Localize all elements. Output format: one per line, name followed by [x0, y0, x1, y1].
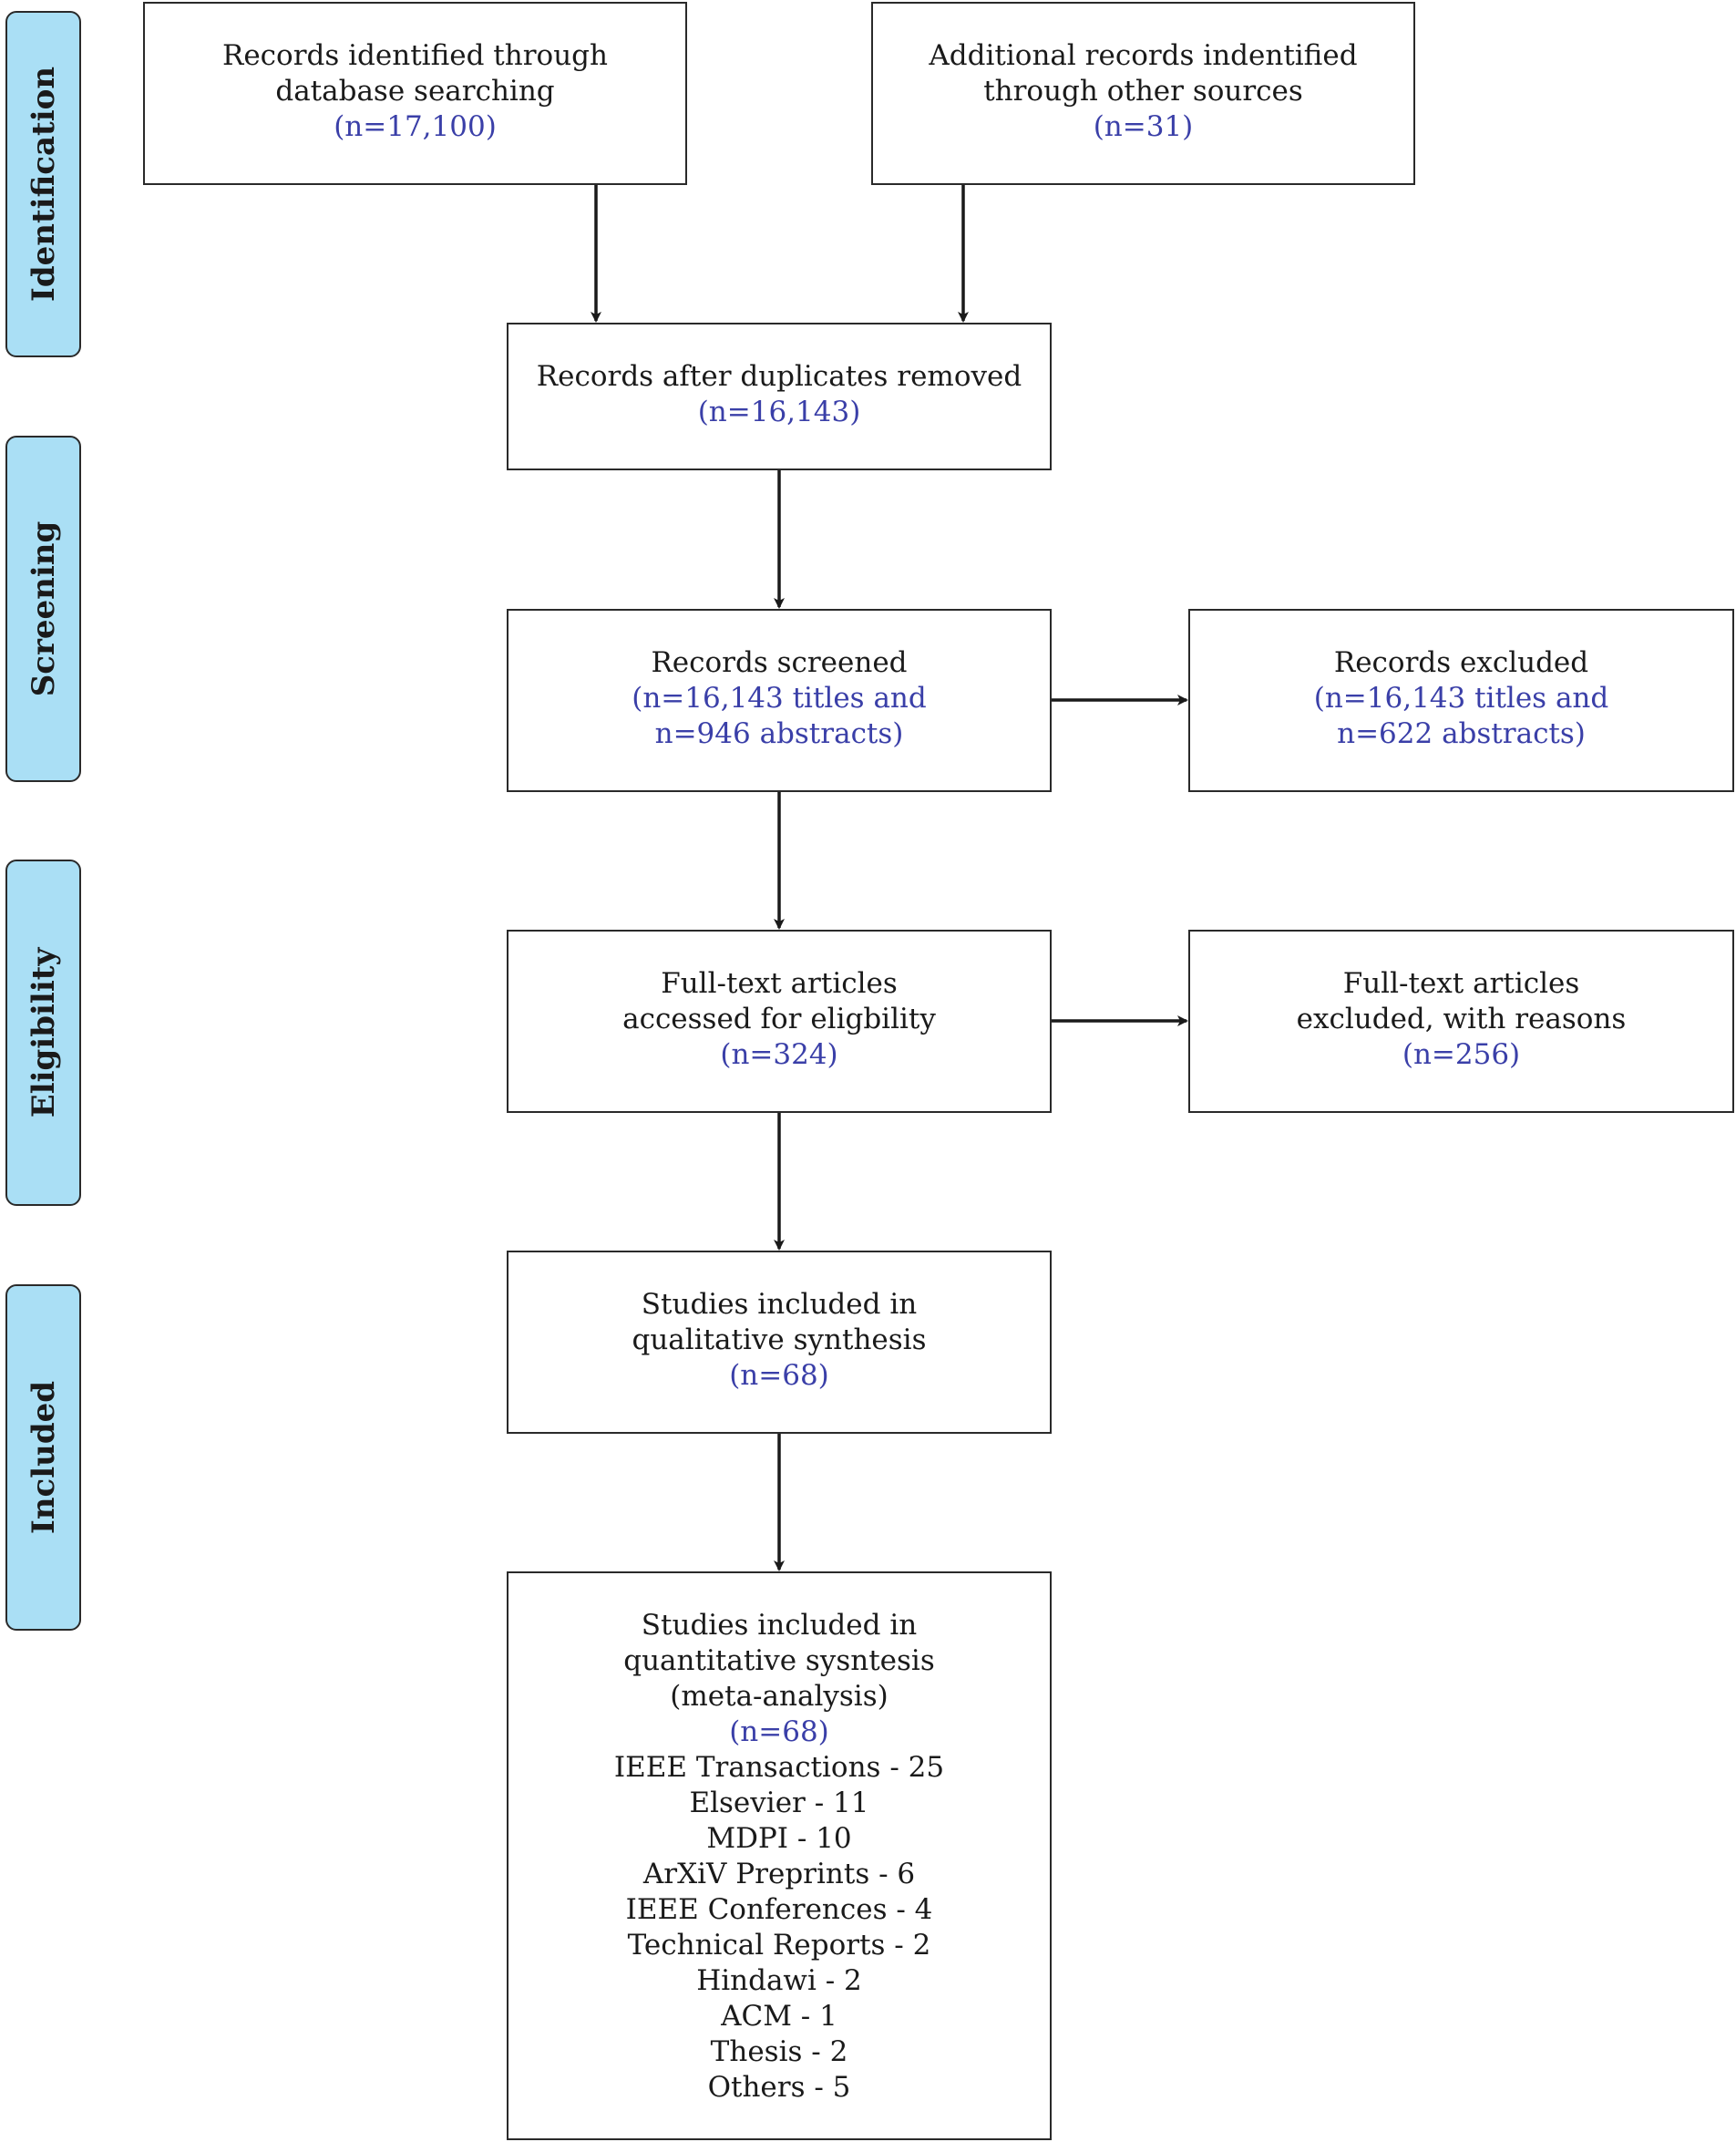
box-text: quantitative sysntesis — [623, 1644, 935, 1677]
box-text: Records excluded — [1333, 646, 1589, 679]
box-text: accessed for eligbility — [622, 1003, 936, 1035]
box-count: (n=256) — [1402, 1038, 1521, 1071]
source-item: Others - 5 — [707, 2071, 851, 2104]
source-item: IEEE Transactions - 25 — [613, 1751, 945, 1784]
stage-identification: Identification — [5, 11, 81, 357]
box-text: Full-text articles — [661, 967, 898, 1000]
stage-screening: Screening — [5, 436, 81, 782]
box-count: (n=16,143) — [697, 396, 861, 428]
box-fulltext-assessed: Full-text articles accessed for eligbili… — [507, 930, 1052, 1113]
box-text: database searching — [275, 75, 555, 108]
source-item: Hindawi - 2 — [696, 1964, 862, 1997]
box-text: Studies included in — [641, 1288, 918, 1321]
source-item: ACM - 1 — [721, 2000, 837, 2033]
box-count: n=622 abstracts) — [1337, 717, 1586, 750]
box-text: Records after duplicates removed — [536, 360, 1022, 393]
box-text: Additional records indentified — [929, 39, 1358, 72]
source-item: Thesis - 2 — [710, 2035, 848, 2068]
source-item: ArXiV Preprints - 6 — [642, 1858, 916, 1890]
box-count: (n=16,143 titles and — [1313, 682, 1609, 715]
box-records-excluded: Records excluded (n=16,143 titles and n=… — [1188, 609, 1734, 792]
box-text: excluded, with reasons — [1296, 1003, 1627, 1035]
box-count: (n=31) — [1093, 110, 1194, 143]
box-count: n=946 abstracts) — [654, 717, 904, 750]
box-text: (meta-analysis) — [670, 1680, 889, 1713]
source-item: IEEE Conferences - 4 — [625, 1893, 933, 1926]
box-fulltext-excluded: Full-text articles excluded, with reason… — [1188, 930, 1734, 1113]
stage-included: Included — [5, 1284, 81, 1631]
box-count: (n=68) — [729, 1359, 829, 1392]
box-text: Full-text articles — [1342, 967, 1580, 1000]
box-other-sources: Additional records indentified through o… — [871, 2, 1415, 185]
box-database-records: Records identified through database sear… — [143, 2, 687, 185]
box-text: qualitative synthesis — [632, 1323, 927, 1356]
box-count: (n=68) — [729, 1715, 829, 1748]
box-count: (n=17,100) — [334, 110, 497, 143]
box-text: Records screened — [651, 646, 908, 679]
box-quantitative-synthesis: Studies included in quantitative sysntes… — [507, 1571, 1052, 2140]
box-count: (n=16,143 titles and — [632, 682, 927, 715]
source-item: Elsevier - 11 — [689, 1787, 869, 1819]
box-records-screened: Records screened (n=16,143 titles and n=… — [507, 609, 1052, 792]
box-qualitative-synthesis: Studies included in qualitative synthesi… — [507, 1251, 1052, 1434]
box-count: (n=324) — [720, 1038, 838, 1071]
box-text: Studies included in — [641, 1609, 918, 1642]
box-duplicates-removed: Records after duplicates removed (n=16,1… — [507, 323, 1052, 470]
stage-eligibility: Eligibility — [5, 860, 81, 1206]
box-text: through other sources — [983, 75, 1303, 108]
box-text: Records identified through — [222, 39, 608, 72]
source-item: MDPI - 10 — [706, 1822, 852, 1855]
source-item: Technical Reports - 2 — [627, 1929, 931, 1962]
